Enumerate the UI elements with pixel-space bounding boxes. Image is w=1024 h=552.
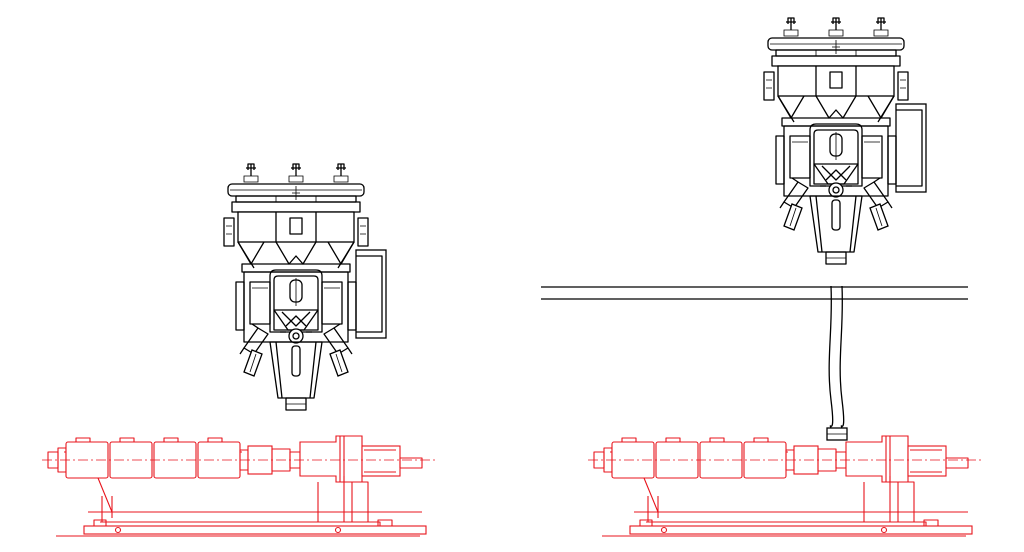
view-doser-on-mezzanine-with-hose [541,17,985,537]
view-doser-mounted-on-extruder [41,163,439,537]
extruder [587,435,985,537]
gravimetric-doser [223,163,387,411]
gravimetric-doser [763,17,927,265]
extruder [41,435,439,537]
feed-hose [826,285,848,441]
mezzanine-floor [541,286,968,300]
